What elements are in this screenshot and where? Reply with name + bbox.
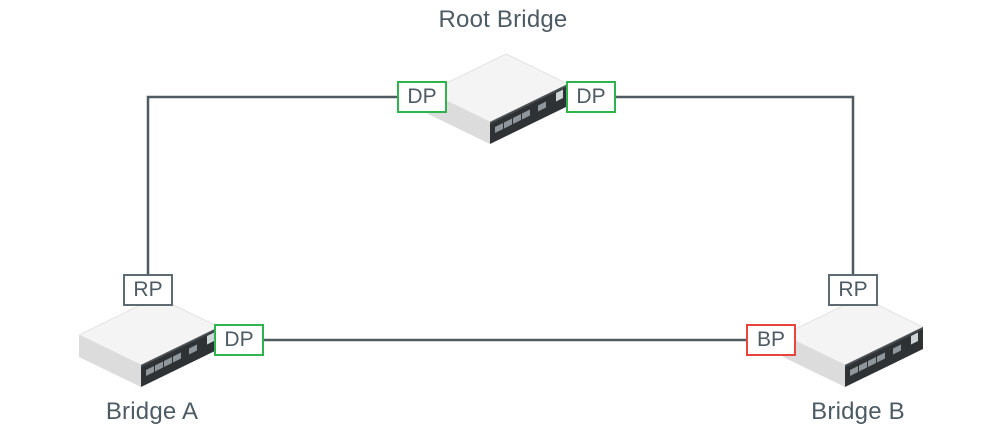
- links: [146, 95, 855, 342]
- root-bridge-switch-icon: [428, 53, 568, 145]
- link-root-to-bridge-a: [146, 95, 397, 275]
- root-bridge-left-port: DP: [397, 81, 447, 113]
- link-root-to-bridge-b: [615, 95, 855, 275]
- bridge-b-switch-icon: [783, 296, 923, 388]
- bridge-a-root-port: RP: [123, 274, 173, 306]
- root-bridge-label: Root Bridge: [438, 6, 568, 33]
- bridge-b-label: Bridge B: [811, 398, 905, 425]
- bridge-b-root-port: RP: [828, 274, 878, 306]
- root-bridge-right-port: DP: [566, 81, 616, 113]
- bridge-a-right-port: DP: [214, 324, 264, 356]
- bridge-a-switch-icon: [79, 296, 219, 388]
- bridge-a-label: Bridge A: [105, 398, 199, 425]
- bridge-b-left-port: BP: [746, 324, 796, 356]
